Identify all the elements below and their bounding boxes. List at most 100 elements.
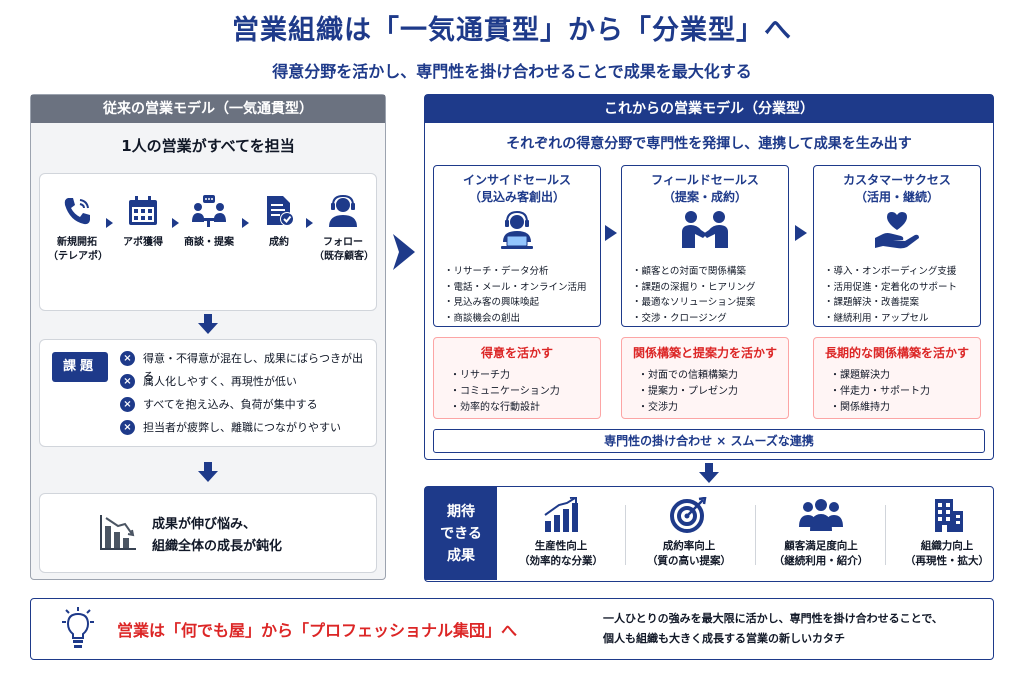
- expected-results-tag: 期待 できる 成果: [425, 487, 497, 580]
- divided-model-panel: これからの営業モデル（分業型） それぞれの得意分野で専門性を発揮し、連携して成果…: [424, 94, 994, 460]
- flow-step-contract: 成約: [250, 194, 308, 250]
- traditional-model-header: 従来の営業モデル（一気通貫型）: [31, 95, 385, 123]
- flow-step-prospecting: 新規開拓 （テレアポ）: [48, 194, 108, 264]
- traditional-result-text: 成果が伸び悩み、 組織全体の成長が鈍化: [152, 517, 283, 554]
- declining-chart-icon: [100, 515, 136, 550]
- skill-list: ・リサーチ力 ・コミュニケーション力 ・効率的な行動設計: [450, 368, 560, 416]
- divider: [625, 505, 626, 565]
- role-title: カスタマーサクセス: [843, 173, 951, 187]
- flow-arrow-icon: [242, 218, 249, 228]
- cross-icon: ×: [120, 374, 135, 389]
- flow-arrow-icon: [106, 218, 113, 228]
- down-arrow-icon: [198, 462, 218, 482]
- flow-step-followup: フォロー （既存顧客）: [314, 194, 374, 264]
- role-task: ・顧客との対面で関係構築: [632, 266, 746, 277]
- skill-title: 長期的な関係構築を活かす: [824, 346, 969, 360]
- flow-step-appointment: アポ獲得: [114, 194, 172, 250]
- issue-item: ×担当者が疲弊し、離職につながりやすい: [120, 419, 370, 442]
- meeting-icon: [192, 195, 226, 227]
- cross-icon: ×: [120, 397, 135, 412]
- skill-list: ・課題解決力 ・伴走力・サポート力 ・関係維持力: [830, 368, 930, 416]
- role-subtitle: （活用・継続）: [854, 190, 939, 204]
- skill-card-inside-sales: 得意を活かす ・リサーチ力 ・コミュニケーション力 ・効率的な行動設計: [433, 337, 601, 419]
- expected-results-panel: 期待 できる 成果 生産性向上（効率的な分業） 成約率向上（質の高い提案）: [424, 486, 994, 582]
- skill-item: ・リサーチ力: [450, 370, 510, 381]
- role-task: ・電話・メール・オンライン活用: [444, 281, 587, 293]
- calendar-icon: [129, 196, 157, 225]
- target-icon: [670, 497, 707, 533]
- role-task: ・最適なソリューション提案: [632, 297, 756, 308]
- role-task: ・課題解決・改善提案: [824, 297, 920, 308]
- skill-item: ・関係維持力: [830, 402, 890, 413]
- summary-main-message: 営業は「何でも屋」から「プロフェッショナル集団」へ: [117, 621, 518, 640]
- heart-hand-icon: [875, 212, 919, 249]
- handshake-icon: [682, 211, 728, 248]
- traditional-model-lead: 1人の営業がすべてを担当: [121, 137, 295, 155]
- traditional-model-panel: 従来の営業モデル（一気通貫型） 1人の営業がすべてを担当 新規開拓 （テレアポ）: [30, 94, 386, 580]
- role-task: ・継続利用・アップセル: [824, 312, 929, 324]
- flow-step-label: 成約: [269, 237, 289, 248]
- cross-icon: ×: [120, 420, 135, 435]
- down-arrow-icon: [699, 463, 719, 483]
- building-icon: [935, 499, 963, 532]
- issue-item: ×得意・不得意が混在し、成果にばらつきが出る: [120, 350, 370, 383]
- skill-item: ・コミュニケーション力: [450, 386, 560, 397]
- role-title: フィールドセールス: [651, 173, 759, 187]
- role-title: インサイドセールス: [462, 173, 571, 187]
- flow-step-label: フォロー: [323, 237, 363, 248]
- divided-model-header: これからの営業モデル（分業型）: [425, 95, 993, 123]
- expected-result-satisfaction: 顧客満足度向上（継続利用・紹介）: [761, 497, 881, 569]
- bar-growth-icon: [544, 497, 578, 532]
- issues-tag: 課題: [52, 352, 108, 382]
- skill-item: ・伴走力・サポート力: [830, 386, 930, 397]
- skill-item: ・提案力・プレゼン力: [638, 386, 738, 397]
- role-task-list: ・リサーチ・データ分析 ・電話・メール・オンライン活用 ・見込み客の興味喚起 ・…: [444, 264, 600, 326]
- role-arrow-icon: [795, 225, 807, 241]
- flow-step-label: アポ獲得: [123, 237, 163, 248]
- transition-arrow-icon: [393, 234, 415, 270]
- issues-box: 課題 ×得意・不得意が混在し、成果にばらつきが出る ×属人化しやすく、再現性が低…: [39, 339, 377, 447]
- issue-item: ×すべてを抱え込み、負荷が集中する: [120, 396, 370, 419]
- role-task: ・リサーチ・データ分析: [444, 266, 549, 277]
- role-task: ・見込み客の興味喚起: [444, 297, 540, 308]
- expected-result-close-rate: 成約率向上（質の高い提案）: [629, 497, 749, 569]
- skill-card-field-sales: 関係構築と提案力を活かす ・対面での信頼構築力 ・提案力・プレゼン力 ・交渉力: [621, 337, 789, 419]
- divider: [755, 505, 756, 565]
- skill-title: 関係構築と提案力を活かす: [632, 346, 777, 360]
- headset-person-icon: [329, 194, 357, 227]
- summary-banner: 営業は「何でも屋」から「プロフェッショナル集団」へ 一人ひとりの強みを最大限に活…: [30, 598, 994, 660]
- document-check-icon: [267, 196, 294, 226]
- traditional-flow: 新規開拓 （テレアポ） アポ獲得: [39, 173, 377, 311]
- role-task-list: ・導入・オンボーディング支援 ・活用促進・定着化のサポート ・課題解決・改善提案…: [824, 264, 980, 326]
- traditional-result-box: 成果が伸び悩み、 組織全体の成長が鈍化: [39, 493, 377, 573]
- role-task-list: ・顧客との対面で関係構築 ・課題の深掘り・ヒアリング ・最適なソリューション提案…: [632, 264, 788, 326]
- flow-step-label: 商談・提案: [184, 237, 234, 248]
- combine-bar: 専門性の掛け合わせ × スムーズな連携: [433, 429, 985, 453]
- headset-laptop-icon: [501, 210, 533, 249]
- skill-item: ・交渉力: [638, 402, 678, 413]
- skill-item: ・効率的な行動設計: [450, 402, 540, 413]
- skill-item: ・課題解決力: [830, 370, 890, 381]
- role-task: ・活用促進・定着化のサポート: [824, 281, 958, 293]
- skill-item: ・対面での信頼構築力: [638, 370, 738, 381]
- divided-model-lead: それぞれの得意分野で専門性を発揮し、連携して成果を生み出す: [506, 136, 912, 152]
- expected-result-productivity: 生産性向上（効率的な分業）: [501, 497, 621, 569]
- page-title: 営業組織は「一気通貫型」から「分業型」へ: [232, 15, 792, 46]
- flow-step-label: 新規開拓: [57, 237, 97, 248]
- expected-result-organization: 組織力向上（再現性・拡大）: [887, 497, 1007, 569]
- summary-sub-message: 一人ひとりの強みを最大限に活かし、専門性を掛け合わせることで、 個人も組織も大き…: [603, 612, 943, 645]
- cross-icon: ×: [120, 351, 135, 366]
- flow-arrow-icon: [172, 218, 179, 228]
- flow-step-sublabel: （既存顧客）: [314, 251, 374, 262]
- role-task: ・導入・オンボーディング支援: [824, 266, 957, 277]
- page-subtitle: 得意分野を活かし、専門性を掛け合わせることで成果を最大化する: [272, 62, 752, 81]
- flow-arrow-icon: [306, 218, 313, 228]
- phone-icon: [64, 198, 90, 225]
- divider: [885, 505, 886, 565]
- role-card-inside-sales: インサイドセールス （見込み客創出） ・リサーチ・データ分析 ・電話・メール・オ…: [433, 165, 601, 327]
- role-task: ・課題の深掘り・ヒアリング: [632, 281, 756, 293]
- flow-step-sublabel: （テレアポ）: [48, 251, 108, 262]
- skill-title: 得意を活かす: [480, 346, 553, 360]
- role-subtitle: （見込み客創出）: [468, 190, 565, 204]
- issue-item: ×属人化しやすく、再現性が低い: [120, 373, 370, 396]
